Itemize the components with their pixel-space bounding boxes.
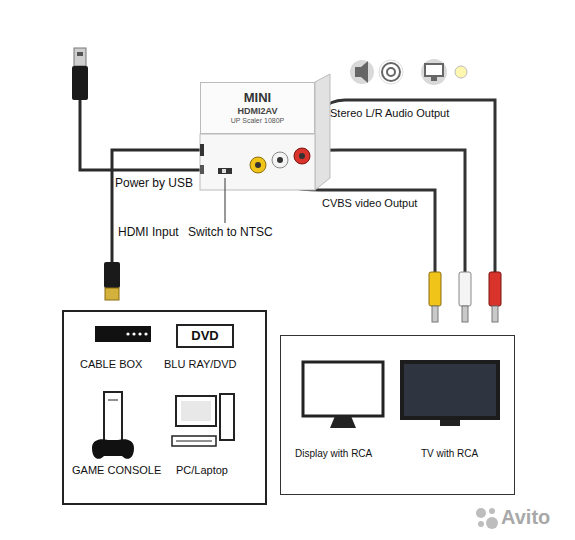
rca-plugs bbox=[429, 272, 501, 322]
node-text: PC/Laptop bbox=[176, 464, 228, 477]
video-dot-icon bbox=[455, 66, 467, 78]
node-text: UP Scaler 1080P bbox=[231, 117, 285, 125]
node-text: TV with RCA bbox=[421, 448, 478, 460]
usb-cable bbox=[80, 100, 200, 170]
watermark-logo bbox=[476, 508, 498, 529]
node-text: MINI bbox=[244, 91, 271, 106]
audio-jack-icon bbox=[379, 60, 403, 84]
converter-body bbox=[200, 74, 330, 190]
tv-icon bbox=[400, 360, 500, 426]
converter-box: MINIHDMI2AVUP Scaler 1080P bbox=[200, 82, 315, 134]
node-text: HDMI2AV bbox=[238, 106, 278, 116]
cable-box-icon bbox=[95, 326, 151, 342]
node-text: Display with RCA bbox=[295, 448, 372, 460]
game-console-icon bbox=[92, 392, 134, 459]
displays-panel: Display with RCA TV with RCA bbox=[280, 335, 515, 495]
pc-icon bbox=[172, 394, 234, 446]
node-text: DVD bbox=[191, 329, 218, 344]
switch-label: Switch to NTSC bbox=[188, 225, 273, 239]
leader-line bbox=[225, 178, 226, 223]
speaker-icon bbox=[350, 60, 374, 84]
watermark: Avito bbox=[501, 506, 550, 529]
hdmi-input-label: HDMI Input bbox=[118, 225, 179, 239]
monitor-icon bbox=[421, 59, 447, 85]
usb-power-label: Power by USB bbox=[115, 176, 193, 190]
video-output-label: CVBS video Output bbox=[322, 197, 417, 209]
hdmi-cable bbox=[112, 150, 202, 262]
node-text: BLU RAY/DVD bbox=[164, 358, 237, 371]
hdmi-plug bbox=[104, 262, 120, 300]
node-text: GAME CONSOLE bbox=[72, 464, 161, 477]
node-text: CABLE BOX bbox=[80, 358, 142, 371]
audio-output-label: Stereo L/R Audio Output bbox=[330, 107, 449, 119]
dvd-badge: DVD bbox=[176, 324, 234, 348]
monitor-display-icon bbox=[303, 362, 383, 428]
usb-plug bbox=[72, 48, 88, 100]
sources-panel: CABLE BOX BLU RAY/DVD GAME CONSOLE PC/Lapto… bbox=[62, 310, 267, 505]
